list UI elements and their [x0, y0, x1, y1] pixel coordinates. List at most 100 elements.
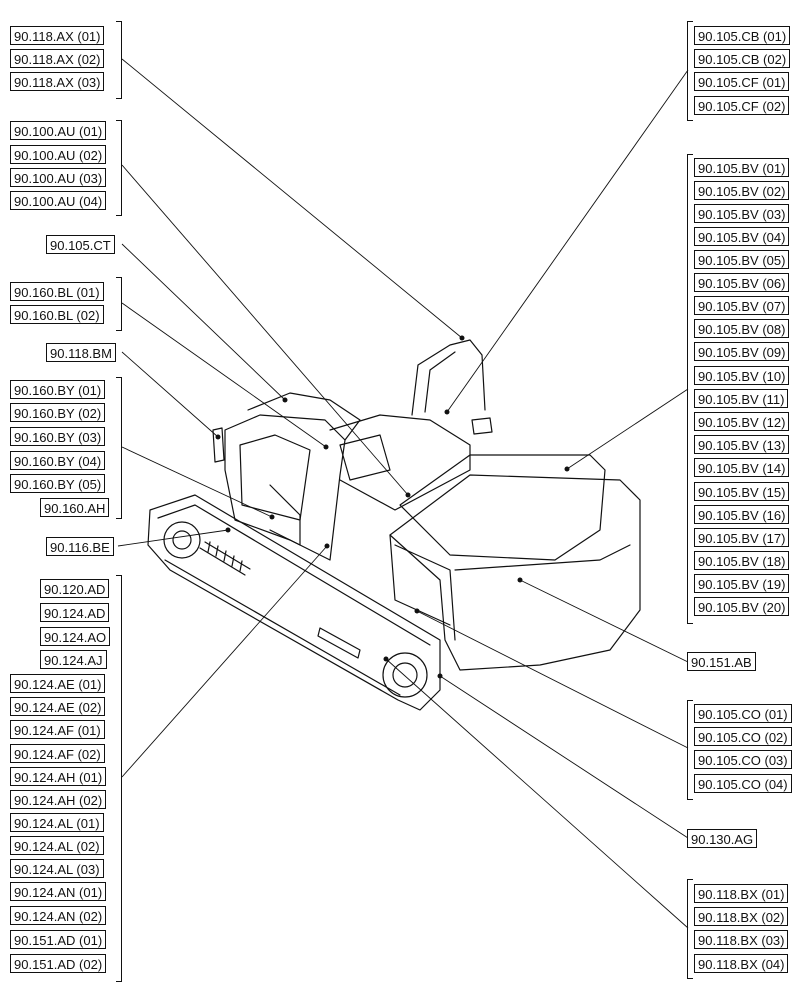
- label-track-08[interactable]: 90.124.AF (02): [10, 744, 105, 763]
- leader-bv: [566, 388, 689, 470]
- label-bv-09[interactable]: 90.105.BV (09): [694, 342, 790, 361]
- leader-co: [416, 610, 689, 749]
- leader-cb: [446, 69, 689, 413]
- label-bv-19[interactable]: 90.105.BV (19): [694, 574, 790, 593]
- leader-bx: [385, 658, 689, 929]
- label-bv-10[interactable]: 90.105.BV (10): [694, 366, 790, 385]
- leader-be: [117, 529, 229, 547]
- label-ab[interactable]: 90.151.AB: [687, 652, 756, 671]
- label-bv-04[interactable]: 90.105.BV (04): [694, 227, 790, 246]
- label-bm[interactable]: 90.118.BM: [46, 343, 116, 362]
- label-bv-03[interactable]: 90.105.BV (03): [694, 204, 790, 223]
- label-bv-16[interactable]: 90.105.BV (16): [694, 505, 790, 524]
- engine-hood: [399, 454, 606, 561]
- label-ax-03[interactable]: 90.118.AX (03): [10, 72, 105, 91]
- label-track-12[interactable]: 90.124.AL (02): [10, 836, 104, 855]
- leader-by: [121, 446, 273, 518]
- label-track-10[interactable]: 90.124.AH (02): [10, 790, 107, 809]
- track-spring: [199, 541, 251, 576]
- dot-by: [269, 514, 275, 520]
- bracket-ax: [116, 21, 122, 99]
- handrail: [411, 339, 486, 416]
- label-bv-18[interactable]: 90.105.BV (18): [694, 551, 790, 570]
- label-bv-12[interactable]: 90.105.BV (12): [694, 412, 790, 431]
- label-co-04[interactable]: 90.105.CO (04): [694, 774, 792, 793]
- label-track-15[interactable]: 90.124.AN (02): [10, 906, 107, 925]
- label-co-03[interactable]: 90.105.CO (03): [694, 750, 792, 769]
- label-track-13[interactable]: 90.124.AL (03): [10, 859, 104, 878]
- label-bv-06[interactable]: 90.105.BV (06): [694, 273, 790, 292]
- dot-cb: [444, 409, 450, 415]
- label-co-01[interactable]: 90.105.CO (01): [694, 704, 792, 723]
- label-bl-01[interactable]: 90.160.BL (01): [10, 282, 104, 301]
- label-track-04[interactable]: 90.124.AJ: [40, 650, 107, 669]
- label-bx-04[interactable]: 90.118.BX (04): [694, 954, 789, 973]
- dot-bl: [323, 444, 329, 450]
- rear-panel: [389, 534, 451, 626]
- label-track-07[interactable]: 90.124.AF (01): [10, 720, 105, 739]
- label-ax-01[interactable]: 90.118.AX (01): [10, 26, 105, 45]
- label-by-02[interactable]: 90.160.BY (02): [10, 403, 106, 422]
- sprocket-wheel: [382, 652, 428, 698]
- label-bv-05[interactable]: 90.105.BV (05): [694, 250, 790, 269]
- label-bv-13[interactable]: 90.105.BV (13): [694, 435, 790, 454]
- mirror: [212, 427, 225, 463]
- label-track-09[interactable]: 90.124.AH (01): [10, 767, 107, 786]
- label-track-11[interactable]: 90.124.AL (01): [10, 813, 104, 832]
- dot-track: [324, 543, 330, 549]
- label-co-02[interactable]: 90.105.CO (02): [694, 727, 792, 746]
- label-by-04[interactable]: 90.160.BY (04): [10, 451, 106, 470]
- label-cb-02[interactable]: 90.105.CB (02): [694, 49, 791, 68]
- leader-ct: [121, 243, 286, 401]
- label-bv-15[interactable]: 90.105.BV (15): [694, 482, 790, 501]
- label-bv-11[interactable]: 90.105.BV (11): [694, 389, 789, 408]
- label-track-03[interactable]: 90.124.AO: [40, 627, 111, 646]
- label-by-03[interactable]: 90.160.BY (03): [10, 427, 106, 446]
- dot-be: [225, 527, 231, 533]
- label-bv-17[interactable]: 90.105.BV (17): [694, 528, 790, 547]
- bracket-co: [687, 700, 693, 800]
- bracket-bx: [687, 879, 693, 979]
- label-track-02[interactable]: 90.124.AD: [40, 603, 110, 622]
- label-bv-01[interactable]: 90.105.BV (01): [694, 158, 790, 177]
- bracket-bv: [687, 154, 693, 624]
- hood-detail: [394, 544, 631, 641]
- label-bx-02[interactable]: 90.118.BX (02): [694, 907, 789, 926]
- label-track-14[interactable]: 90.124.AN (01): [10, 882, 107, 901]
- label-au-04[interactable]: 90.100.AU (04): [10, 191, 107, 210]
- label-ag[interactable]: 90.130.AG: [687, 829, 758, 848]
- label-bv-20[interactable]: 90.105.BV (20): [694, 597, 790, 616]
- label-track-16[interactable]: 90.151.AD (01): [10, 930, 107, 949]
- label-bx-01[interactable]: 90.118.BX (01): [694, 884, 789, 903]
- label-cf-01[interactable]: 90.105.CF (01): [694, 72, 790, 91]
- label-ax-02[interactable]: 90.118.AX (02): [10, 49, 105, 68]
- label-bv-14[interactable]: 90.105.BV (14): [694, 458, 790, 477]
- label-bx-03[interactable]: 90.118.BX (03): [694, 930, 789, 949]
- label-track-06[interactable]: 90.124.AE (02): [10, 697, 106, 716]
- dot-ct: [282, 397, 288, 403]
- idler-wheel: [163, 521, 201, 559]
- sprocket-hub: [392, 662, 418, 688]
- label-track-01[interactable]: 90.120.AD: [40, 579, 110, 598]
- label-au-01[interactable]: 90.100.AU (01): [10, 121, 107, 140]
- track-outline: [147, 494, 441, 711]
- label-track-17[interactable]: 90.151.AD (02): [10, 954, 107, 973]
- label-bv-07[interactable]: 90.105.BV (07): [694, 296, 790, 315]
- label-by-01[interactable]: 90.160.BY (01): [10, 380, 106, 399]
- label-ct[interactable]: 90.105.CT: [46, 235, 115, 254]
- bracket-bl: [116, 277, 122, 331]
- label-be[interactable]: 90.116.BE: [46, 537, 114, 556]
- label-au-02[interactable]: 90.100.AU (02): [10, 145, 107, 164]
- label-track-05[interactable]: 90.124.AE (01): [10, 674, 106, 693]
- label-bl-02[interactable]: 90.160.BL (02): [10, 305, 104, 324]
- cab-door: [269, 484, 301, 546]
- label-bv-02[interactable]: 90.105.BV (02): [694, 181, 790, 200]
- label-ah[interactable]: 90.160.AH: [40, 498, 110, 517]
- fuel-cap: [471, 417, 493, 435]
- label-cb-01[interactable]: 90.105.CB (01): [694, 26, 791, 45]
- label-cf-02[interactable]: 90.105.CF (02): [694, 96, 790, 115]
- label-bv-08[interactable]: 90.105.BV (08): [694, 319, 790, 338]
- label-au-03[interactable]: 90.100.AU (03): [10, 168, 107, 187]
- label-by-05[interactable]: 90.160.BY (05): [10, 474, 106, 493]
